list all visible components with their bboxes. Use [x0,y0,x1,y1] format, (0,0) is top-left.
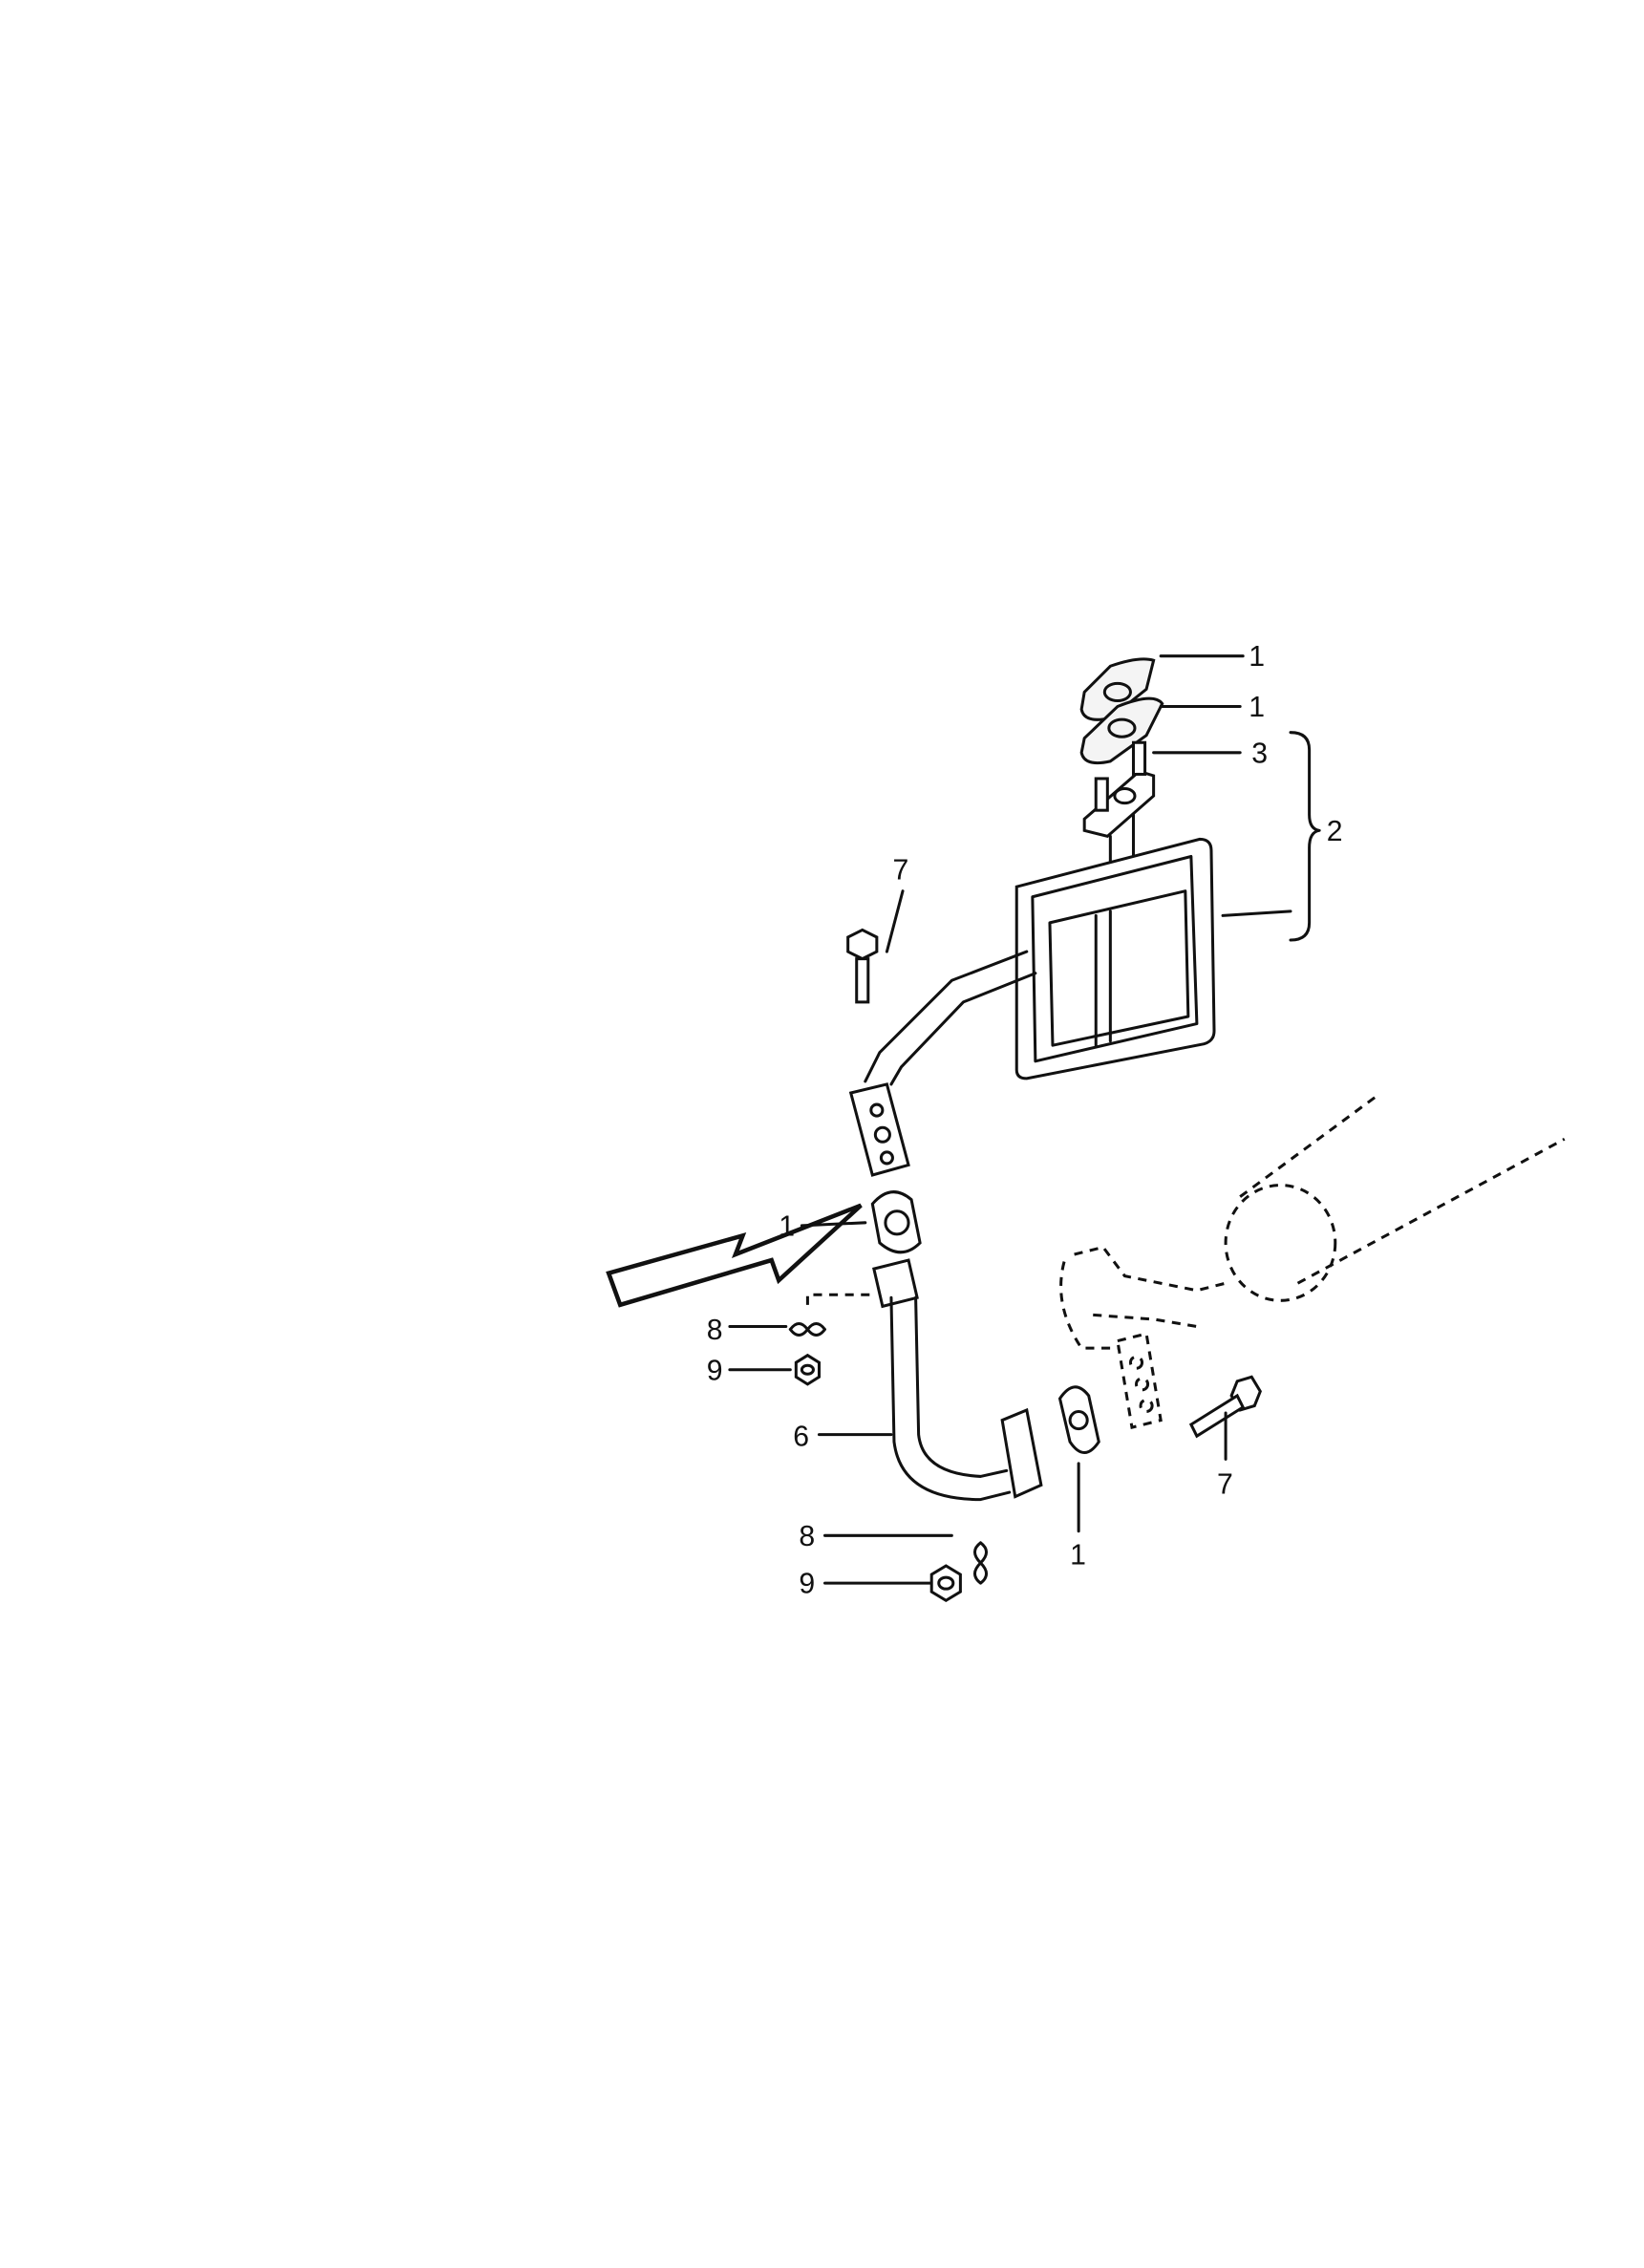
leader-lines [728,654,1292,1585]
nut-9-lower [929,1564,962,1602]
callout-1: 1 [779,1210,795,1242]
heat-exchanger [1014,837,1216,1081]
gasket-middle [870,1190,922,1254]
gasket-lower [1079,696,1164,765]
callout-1: 1 [1249,692,1265,723]
callout-6: 6 [793,1422,809,1453]
lower-pipe [805,1258,1043,1502]
callout-7: 7 [1217,1469,1233,1501]
stud-flange [1082,740,1156,867]
muffler-outline [1059,1094,1566,1429]
bolt-7-upper [846,928,879,1004]
callout-7: 7 [892,855,908,887]
highlight-arrow[interactable] [606,1203,863,1308]
callout-1: 1 [1249,641,1265,673]
callout-1: 1 [1070,1540,1086,1572]
washer-8-upper [788,1321,827,1337]
upper-pipe [848,950,1037,1177]
callout-2: 2 [1327,816,1343,847]
nut-9-upper [794,1353,821,1386]
group-bracket [1289,731,1321,942]
callout-3: 3 [1251,738,1268,769]
callout-8: 8 [799,1521,815,1552]
callout-8: 8 [707,1315,723,1346]
gasket-right [1057,1385,1100,1455]
callout-9: 9 [707,1355,723,1386]
bolt-7-lower [1188,1375,1262,1439]
washer-8-lower [972,1541,989,1585]
gasket-upper [1079,657,1156,721]
callout-9: 9 [799,1569,815,1600]
